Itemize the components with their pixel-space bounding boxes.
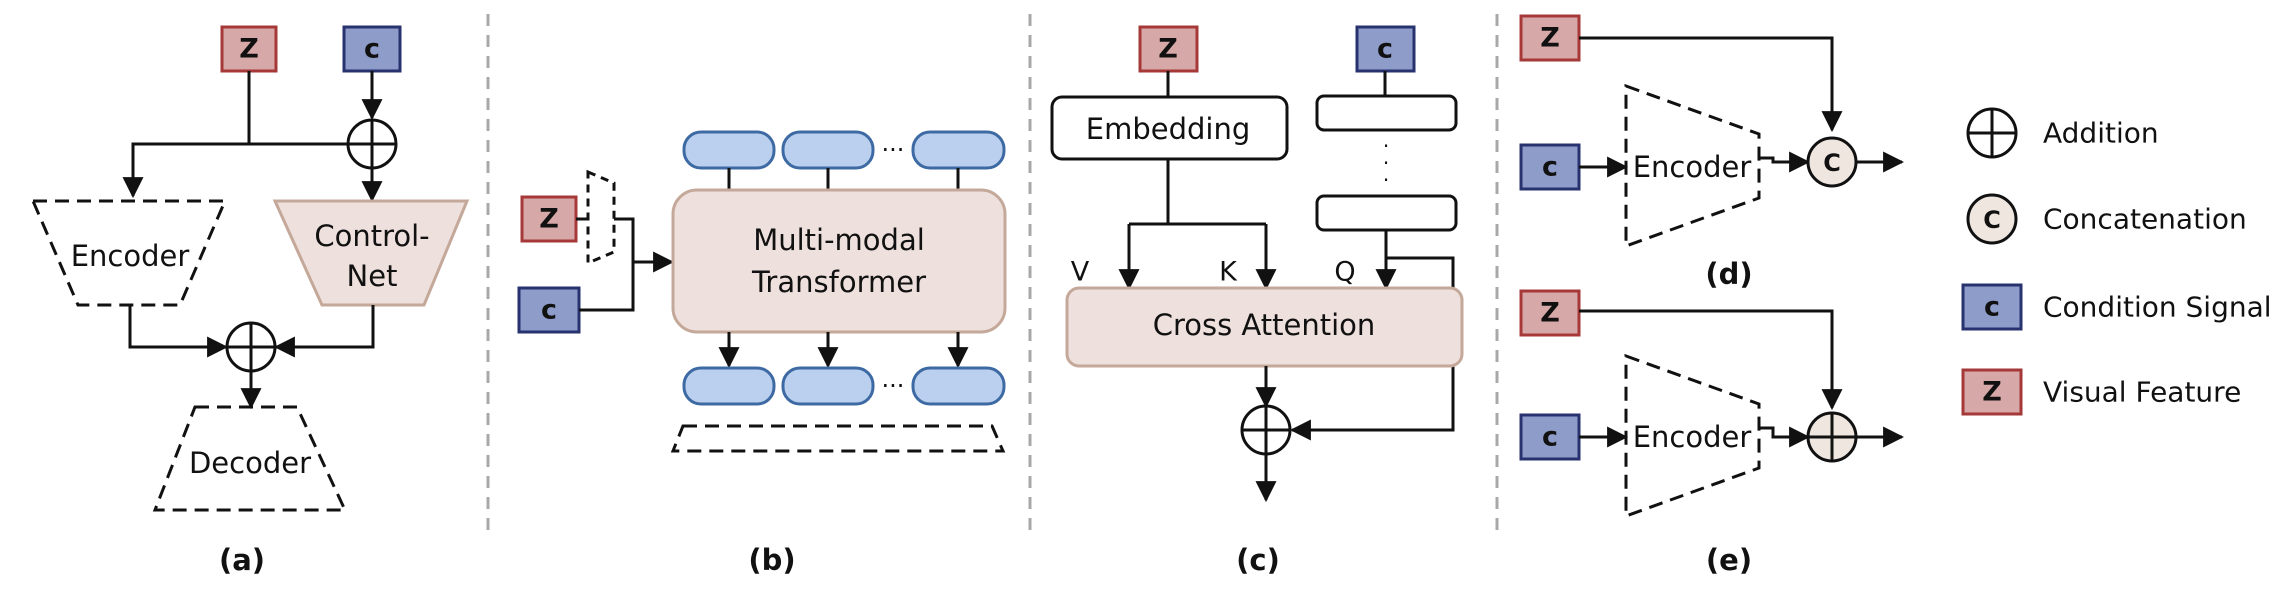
encoder-block xyxy=(30,199,228,307)
vertical-dot-2: · xyxy=(1383,151,1389,175)
output-decoder-block xyxy=(670,424,1006,453)
z-signal-box-c xyxy=(1138,25,1199,73)
token-ellipsis-top: ··· xyxy=(882,136,905,164)
embedding-label: Embedding xyxy=(1086,112,1250,146)
decoder-block xyxy=(152,405,348,512)
token-bottom-1 xyxy=(682,366,776,406)
panel-e xyxy=(1519,289,1905,519)
c-signal-box xyxy=(342,25,402,73)
transformer-label-line1: Multi-modal xyxy=(753,223,925,257)
decoder-label: Decoder xyxy=(189,446,311,480)
condition-signal-swatch xyxy=(1961,283,2023,331)
panel-c xyxy=(1050,25,1464,503)
c-label: c xyxy=(364,34,380,65)
legend xyxy=(1961,107,2023,416)
condition-token-bottom xyxy=(1315,194,1458,232)
controlnet-block xyxy=(272,199,470,307)
token-bottom-3 xyxy=(911,366,1006,406)
legend-addition-label: Addition xyxy=(2043,117,2159,150)
z-label: Z xyxy=(239,34,259,65)
label-q: Q xyxy=(1334,257,1355,288)
controlnet-label-line1: Control- xyxy=(314,219,429,253)
token-bottom-2 xyxy=(781,366,875,406)
transformer-label-line2: Transformer xyxy=(751,265,926,299)
vertical-dot-1: · xyxy=(1383,134,1389,158)
caption-e: (e) xyxy=(1706,543,1752,577)
encoder-block-d xyxy=(1624,83,1761,249)
concatenation-icon xyxy=(1966,193,2018,245)
legend-visual-feature-label: Visual Feature xyxy=(2043,376,2241,409)
encoder-label-e: Encoder xyxy=(1633,420,1752,454)
legend-concatenation-label: Concatenation xyxy=(2043,203,2247,236)
panel-a xyxy=(30,25,470,512)
c-signal-box-e xyxy=(1519,413,1581,461)
caption-d: (d) xyxy=(1705,257,1752,291)
c-label-b: c xyxy=(541,295,557,326)
concat-icon: C xyxy=(1823,149,1841,177)
encoder-label: Encoder xyxy=(71,239,190,273)
controlnet-label-line2: Net xyxy=(347,259,398,293)
condition-token-top xyxy=(1315,94,1458,132)
z-signal-box-d xyxy=(1519,14,1581,62)
c-legend-label: c xyxy=(1984,292,2000,323)
encoder-block-e xyxy=(1624,353,1761,519)
token-top-1 xyxy=(682,130,776,170)
encoder-label-d: Encoder xyxy=(1633,150,1752,184)
token-top-3 xyxy=(911,130,1006,170)
caption-c: (c) xyxy=(1236,543,1280,577)
panel-d xyxy=(1519,14,1905,249)
caption-a: (a) xyxy=(219,543,265,577)
vertical-dot-3: · xyxy=(1383,168,1389,192)
z-label-e: Z xyxy=(1540,298,1560,329)
concat-legend-icon-label: C xyxy=(1983,206,2001,234)
panel-b xyxy=(517,130,1007,453)
c-signal-box-d xyxy=(1519,143,1581,191)
cross-attention-label: Cross Attention xyxy=(1153,308,1376,342)
c-label-e: c xyxy=(1542,422,1558,453)
caption-b: (b) xyxy=(748,543,795,577)
token-ellipsis-bottom: ··· xyxy=(882,372,905,400)
legend-condition-signal-label: Condition Signal xyxy=(2043,291,2272,324)
z-label-b: Z xyxy=(539,204,559,235)
tokenizer-block xyxy=(586,169,616,266)
c-label-d: c xyxy=(1542,152,1558,183)
label-v: V xyxy=(1071,257,1090,288)
z-signal-box-e xyxy=(1519,289,1581,337)
token-top-2 xyxy=(781,130,875,170)
z-label-d: Z xyxy=(1540,23,1560,54)
label-k: K xyxy=(1219,257,1238,288)
z-label-c: Z xyxy=(1158,34,1178,65)
multimodal-transformer-block xyxy=(671,188,1007,334)
c-label-c: c xyxy=(1377,34,1393,65)
visual-feature-swatch xyxy=(1961,368,2023,416)
z-legend-label: Z xyxy=(1982,377,2002,408)
